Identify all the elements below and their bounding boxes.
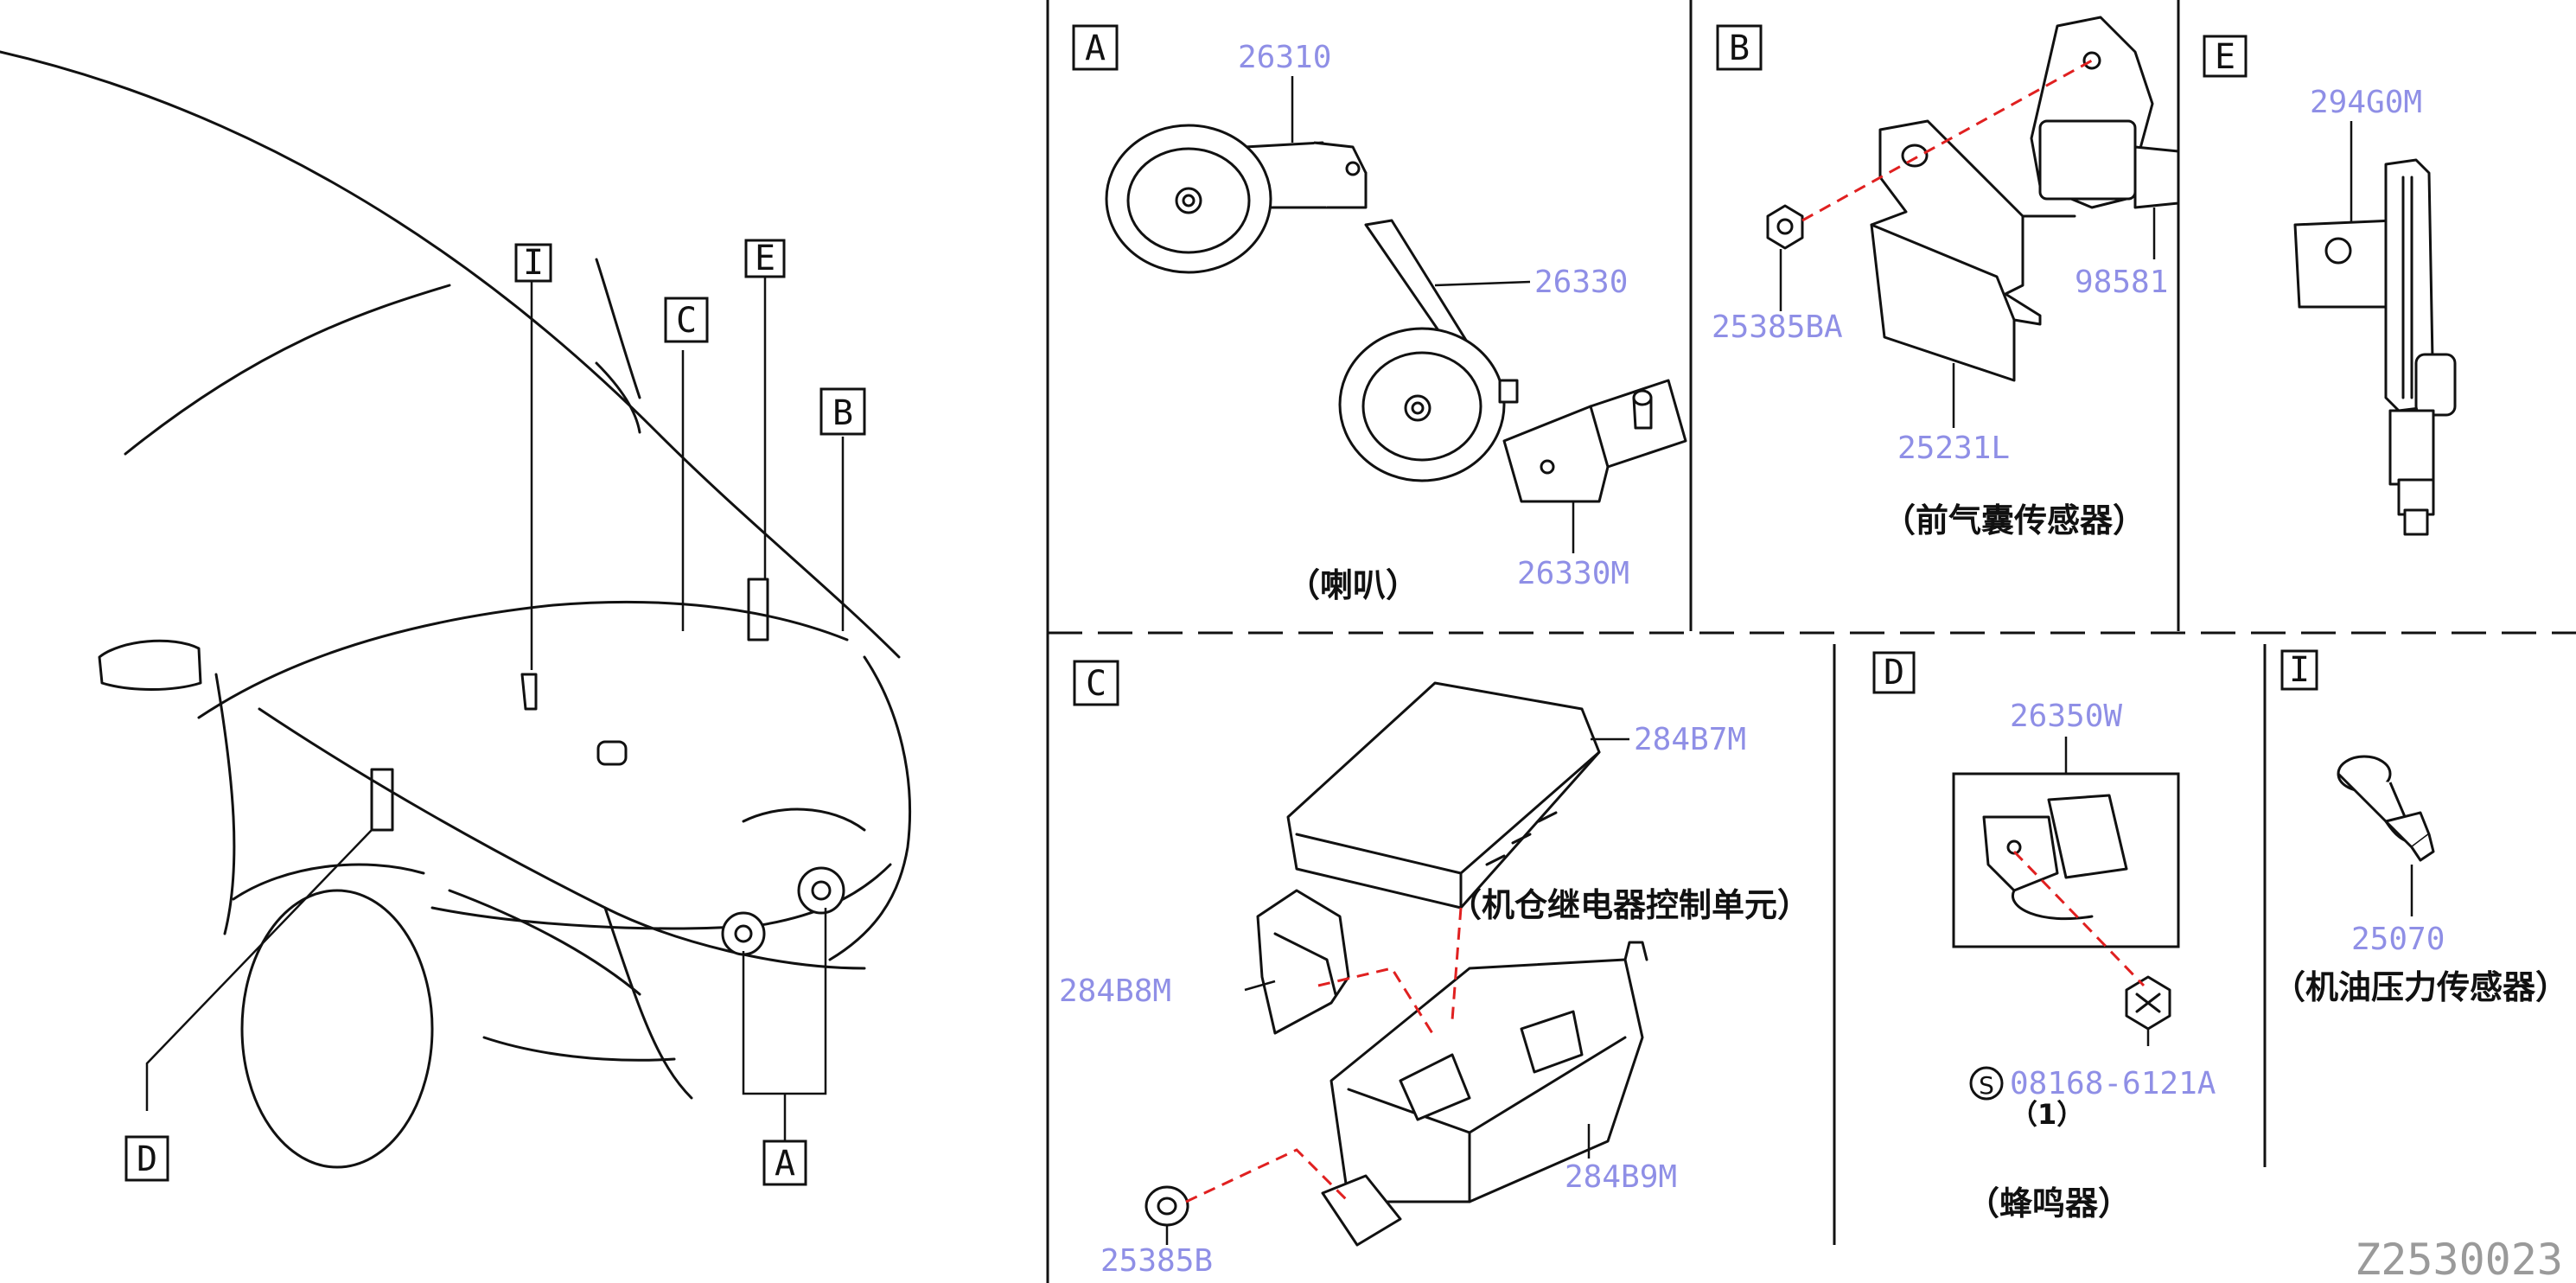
part-25231l[interactable]: 25231L: [1897, 431, 2010, 466]
cover-284b8m-drawing: [1256, 889, 1350, 1035]
nut-25385ba-drawing: [1766, 204, 1804, 250]
bracket-26330m-drawing: [1502, 379, 1687, 503]
diagram-code: Z2530023: [2355, 1235, 2563, 1283]
svg-text:S: S: [1979, 1071, 1994, 1100]
part-98581[interactable]: 98581: [2075, 265, 2168, 300]
control-unit-284b7m-drawing: [1286, 681, 1601, 910]
svg-text:E: E: [755, 239, 775, 278]
panel-d-caption: （蜂鸣器）: [1967, 1184, 2131, 1222]
part-26310[interactable]: 26310: [1238, 40, 1331, 75]
box-284b9m-drawing: [1321, 941, 1648, 1247]
panel-c-relay-unit: C 284B7M: [1059, 660, 1810, 1279]
panel-i-caption: （机油压力传感器）: [2273, 968, 2568, 1006]
part-quantity: （1）: [2010, 1098, 2084, 1131]
part-25070[interactable]: 25070: [2351, 922, 2445, 957]
part-25385ba[interactable]: 25385BA: [1712, 310, 1843, 345]
part-08168-6121a[interactable]: 08168-6121A: [2010, 1066, 2216, 1101]
panel-i-oil-pressure-sensor: I 25070 （机油压力传感器）: [2273, 649, 2568, 1006]
callout-C[interactable]: C: [664, 297, 709, 343]
panel-b-label[interactable]: B: [1716, 24, 1763, 71]
bracket-25231l-drawing: [1870, 119, 2076, 382]
panel-c-caption: （机仓继电器控制单元）: [1449, 886, 1810, 924]
panel-a-label[interactable]: A: [1072, 24, 1119, 71]
panel-dividers: [1046, 0, 2576, 1283]
clip-25385b-drawing: [1145, 1185, 1189, 1227]
panel-b-airbag-sensor: B 25385BA 98581 25231L （前气囊传感器）: [1712, 16, 2180, 539]
panel-e-label[interactable]: E: [2203, 35, 2248, 78]
svg-text:I: I: [2289, 650, 2310, 690]
svg-text:A: A: [775, 1144, 795, 1184]
part-26330[interactable]: 26330: [1534, 265, 1628, 300]
horn-26310-drawing: [1105, 124, 1368, 274]
sensor-25070-drawing: [2337, 755, 2435, 862]
panel-d-buzzer: D 26350W S 08168-6121A （1） （蜂鸣器）: [1872, 651, 2216, 1222]
panel-a-horn: A 26310: [1072, 24, 1687, 604]
part-26330m[interactable]: 26330M: [1517, 556, 1629, 591]
part-25385b[interactable]: 25385B: [1100, 1243, 1213, 1279]
sensor-294g0m-drawing: [2293, 158, 2457, 536]
panel-a-caption: （喇叭）: [1287, 566, 1419, 604]
callout-I[interactable]: I: [514, 243, 552, 283]
panel-d-label[interactable]: D: [1872, 651, 1916, 694]
buzzer-26350w-drawing: [1982, 794, 2128, 921]
screw-symbol: S: [1969, 1066, 2004, 1101]
panel-i-label[interactable]: I: [2280, 649, 2318, 691]
svg-text:A: A: [1085, 29, 1106, 68]
overview-callouts: I C E B D A: [124, 239, 866, 1186]
sensor-98581-drawing: [2030, 16, 2180, 209]
svg-text:C: C: [676, 301, 697, 341]
part-294g0m[interactable]: 294G0M: [2310, 85, 2422, 120]
panel-b-caption: （前气囊传感器）: [1883, 501, 2146, 539]
part-284b9m[interactable]: 284B9M: [1565, 1159, 1677, 1195]
svg-text:I: I: [523, 243, 544, 283]
svg-text:C: C: [1086, 664, 1106, 704]
panel-c-label[interactable]: C: [1073, 660, 1119, 706]
part-284b8m[interactable]: 284B8M: [1059, 973, 1171, 1009]
panel-e-sensor: E 294G0M: [2203, 35, 2457, 536]
svg-text:B: B: [832, 393, 853, 433]
part-26350w[interactable]: 26350W: [2010, 699, 2122, 734]
callout-A[interactable]: A: [762, 1139, 807, 1186]
callout-B[interactable]: B: [819, 387, 866, 436]
svg-text:E: E: [2215, 37, 2235, 77]
car-front-overview: [0, 50, 912, 1169]
svg-text:B: B: [1729, 29, 1750, 68]
callout-E[interactable]: E: [744, 239, 786, 278]
callout-D[interactable]: D: [124, 1135, 169, 1182]
svg-text:D: D: [1884, 653, 1904, 693]
horn-26330-drawing: [1338, 219, 1519, 482]
part-284b7m[interactable]: 284B7M: [1634, 722, 1746, 757]
svg-text:D: D: [137, 1139, 157, 1179]
bolt-08168-6121a-drawing: [2125, 975, 2171, 1046]
